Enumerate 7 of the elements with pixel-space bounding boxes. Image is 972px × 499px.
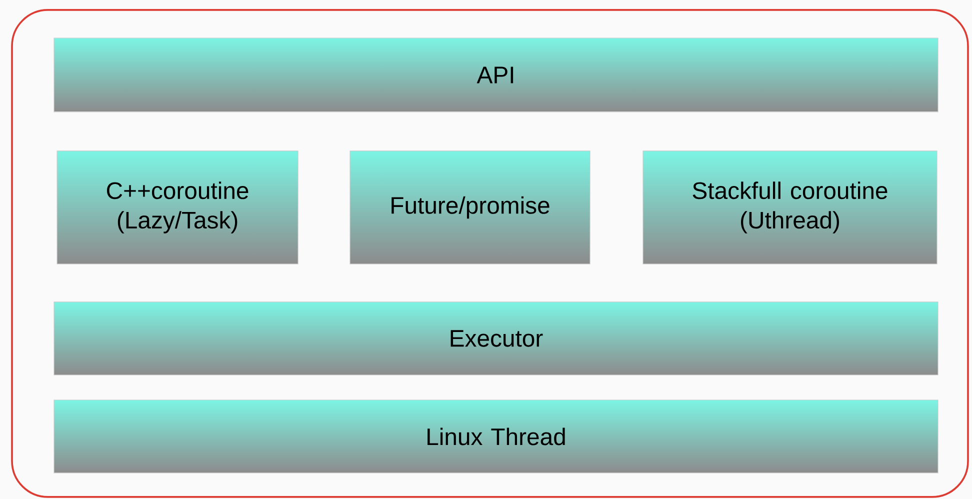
layer-box: C++coroutine (Lazy/Task) xyxy=(56,150,298,264)
layer-box: Linux Thread xyxy=(54,400,938,474)
layer-box: Executor xyxy=(54,302,938,376)
frame xyxy=(11,9,969,498)
layer-box: API xyxy=(54,38,938,112)
layer-box: Future/promise xyxy=(350,150,590,264)
layer-box: Stackfull coroutine (Uthread) xyxy=(642,150,938,264)
